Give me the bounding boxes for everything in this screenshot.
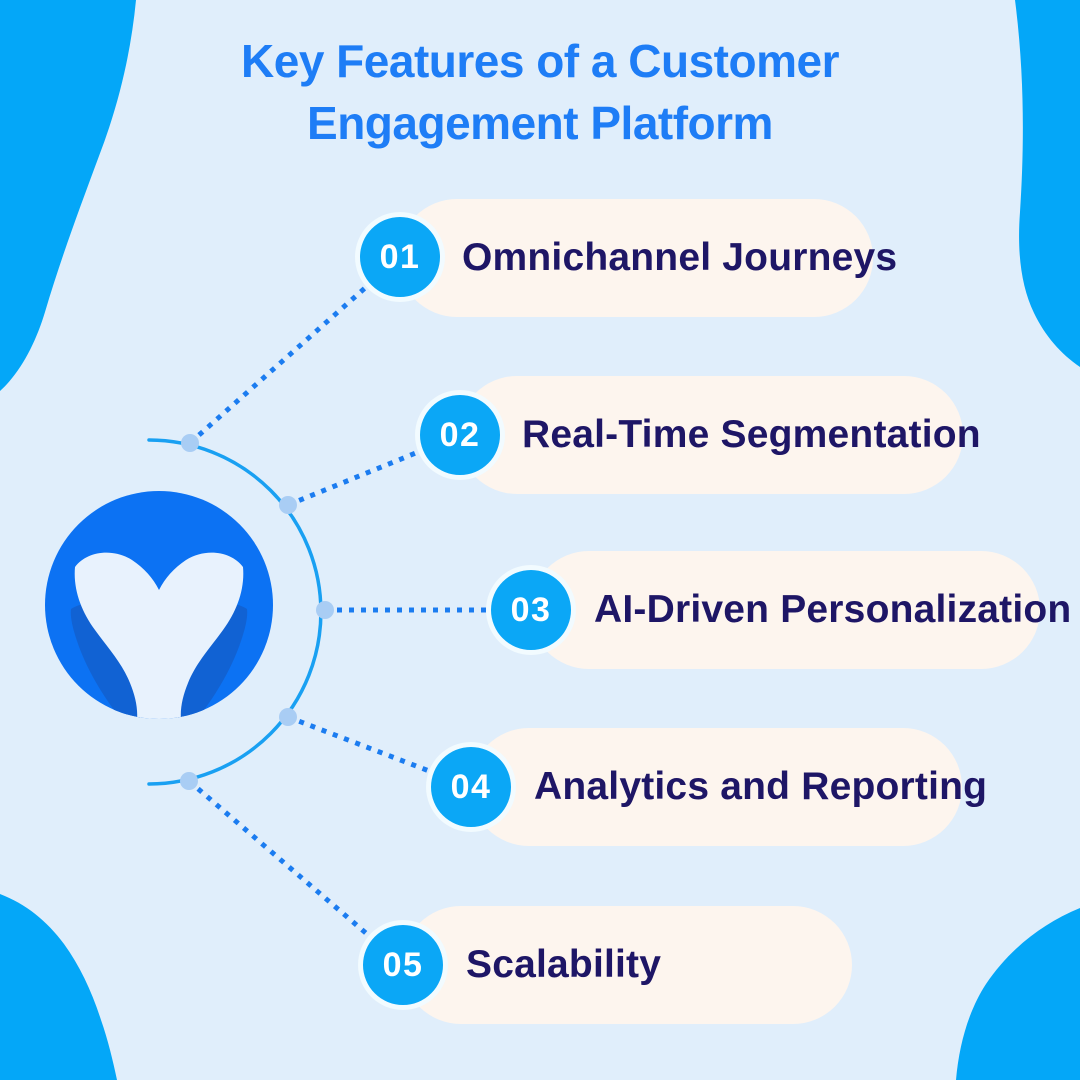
feature-label-5: Scalability — [466, 943, 662, 986]
feature-label-2: Real-Time Segmentation — [522, 413, 981, 456]
page-title-line1: Key Features of a Customer — [241, 35, 839, 87]
feature-number-badge-3: 03 — [486, 565, 576, 655]
feature-item-3: AI-Driven Personalization — [530, 551, 1071, 669]
feature-number-badge-5: 05 — [358, 920, 448, 1010]
connector-node-5 — [180, 772, 198, 790]
feature-number-2: 02 — [439, 415, 481, 454]
page-title-line2: Engagement Platform — [307, 97, 773, 149]
corner-blob-bottom-right — [956, 908, 1080, 1080]
corner-blob-top-left — [0, 0, 136, 391]
logo-whale-tail — [74, 552, 244, 719]
feature-number-badge-4: 04 — [426, 742, 516, 832]
feature-number-badge-1: 01 — [355, 212, 445, 302]
whale-tail-logo — [45, 491, 273, 719]
corner-blob-bottom-left — [0, 894, 117, 1080]
feature-number-badge-2: 02 — [415, 390, 505, 480]
feature-number-5: 05 — [382, 945, 424, 984]
connector-node-1 — [181, 434, 199, 452]
connector-node-3 — [316, 601, 334, 619]
feature-item-5: Scalability — [402, 906, 852, 1024]
feature-item-2: Real-Time Segmentation — [458, 376, 981, 494]
whale-tail-icon — [45, 491, 273, 719]
feature-item-1: Omnichannel Journeys — [398, 199, 897, 317]
feature-item-4: Analytics and Reporting — [470, 728, 987, 846]
page-title: Key Features of a Customer Engagement Pl… — [0, 30, 1080, 154]
feature-label-3: AI-Driven Personalization — [594, 588, 1072, 631]
corner-blob-top-right — [1015, 0, 1080, 367]
connector-node-4 — [279, 708, 297, 726]
feature-label-1: Omnichannel Journeys — [462, 236, 898, 279]
dotted-connector-4 — [287, 714, 472, 790]
feature-number-1: 01 — [379, 237, 421, 276]
connector-node-2 — [279, 496, 297, 514]
feature-label-4: Analytics and Reporting — [534, 765, 988, 808]
feature-number-4: 04 — [450, 767, 492, 806]
feature-number-3: 03 — [510, 590, 552, 629]
